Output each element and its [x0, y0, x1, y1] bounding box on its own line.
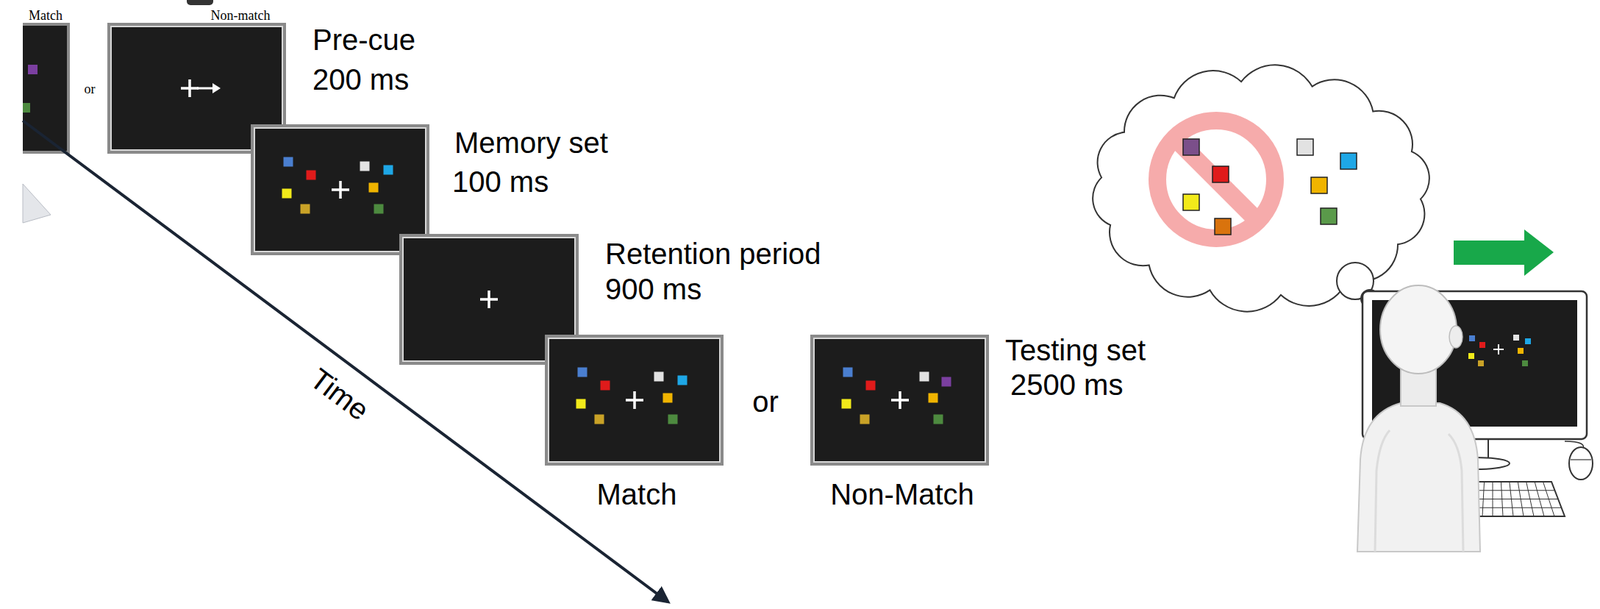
condition-label: Match: [28, 8, 63, 24]
fixation-cross: [331, 180, 350, 199]
duration-label: 100 ms: [452, 164, 549, 199]
color-square: [663, 393, 673, 403]
partial-shape: [22, 183, 51, 223]
key-col: [1492, 481, 1494, 517]
color-square: [933, 414, 944, 425]
color-square: [283, 157, 294, 167]
duration-label: 900 ms: [605, 272, 702, 306]
color-square: [941, 377, 952, 387]
key-col: [1526, 481, 1534, 517]
screen-label: Non-Match: [830, 477, 975, 512]
cloud-outline: [1092, 64, 1430, 312]
phase-label: Testing set: [1005, 333, 1146, 367]
duration-label: 200 ms: [312, 62, 409, 97]
person: [1357, 285, 1481, 552]
fixation-cross: [891, 391, 909, 409]
cue-arrowhead: [212, 83, 221, 94]
screen-frame: Match: [544, 334, 724, 466]
screen-label: Match: [597, 477, 678, 512]
condition-label: Non-match: [211, 8, 271, 24]
screen-frame: Non-Match: [810, 334, 989, 466]
screen-content: [810, 334, 989, 466]
color-square: [306, 170, 317, 181]
color-square: [841, 399, 852, 409]
tab-mark: [186, 0, 214, 6]
color-square: [300, 204, 311, 214]
color-square: [577, 367, 588, 378]
or-label: or: [752, 384, 779, 419]
key-col: [1543, 481, 1555, 517]
color-square: [374, 204, 384, 214]
screen-label: Retention period: [605, 236, 822, 271]
fixation-cross: [480, 290, 498, 309]
color-square: [866, 380, 876, 391]
duration-label: 2500 ms: [1010, 367, 1123, 402]
green-arrow: [1453, 229, 1554, 276]
key-col: [1517, 481, 1524, 517]
key-col: [1534, 481, 1545, 517]
thought-cloud: [1092, 64, 1430, 312]
color-square: [600, 380, 611, 391]
screen-content: [544, 334, 724, 466]
color-square: [282, 188, 292, 199]
fixation-cross: [625, 391, 644, 409]
color-square: [668, 414, 678, 425]
prohibition-sign: [1157, 120, 1275, 239]
fixation-cross: [180, 79, 199, 98]
key-col: [1509, 481, 1514, 517]
screen-label: Memory set: [454, 125, 609, 160]
color-square: [383, 165, 394, 175]
key-col: [1482, 481, 1485, 517]
axis-label: Time: [303, 361, 375, 427]
color-square: [677, 375, 688, 386]
color-square: [594, 414, 605, 425]
color-square: [919, 372, 930, 382]
color-square: [654, 372, 664, 382]
screen-label: Pre-cue: [312, 22, 416, 57]
key-col: [1500, 481, 1503, 517]
color-square: [860, 414, 870, 425]
color-square: [928, 393, 939, 403]
color-square: [843, 367, 853, 378]
color-square: [360, 161, 370, 172]
remembered-squares: [1183, 138, 1357, 235]
color-square: [576, 399, 587, 409]
color-square: [369, 183, 379, 193]
or-label: or: [84, 81, 96, 98]
cue-arrow: [197, 87, 215, 90]
partial-screen: [22, 24, 69, 153]
